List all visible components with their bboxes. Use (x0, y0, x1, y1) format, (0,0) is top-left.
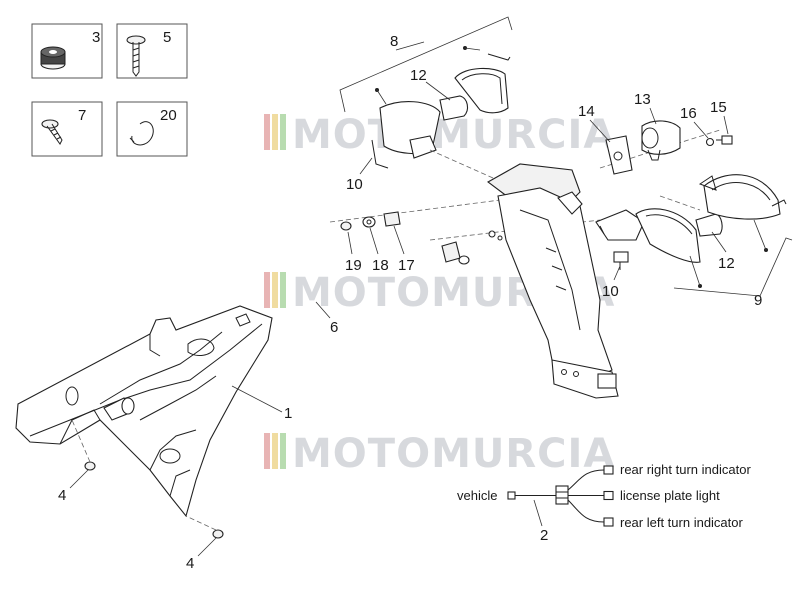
watermark-logo-top: MOTOMURCIA (264, 112, 615, 158)
part-number-label: 7 (78, 107, 86, 124)
connector-rear-right (603, 465, 614, 475)
wiring-output-label: rear left turn indicator (620, 515, 744, 530)
inset-part-5: 5 (116, 23, 188, 79)
wiring-harness: vehicle rear right turn indicator licens… (457, 462, 751, 530)
part-number-label: 20 (160, 107, 177, 124)
callout-6: 6 (330, 319, 338, 336)
connector-license (603, 490, 614, 501)
callout-17: 17 (398, 257, 415, 274)
cover-13 (641, 120, 681, 161)
watermark-text: MOTOMURCIA (292, 431, 615, 477)
connector-rear-left (603, 517, 614, 527)
license-plate-holder (486, 163, 619, 399)
assembly-bracket-8: 8 (339, 16, 513, 113)
callout-19: 19 (345, 257, 362, 274)
callout-1: 1 (284, 405, 292, 422)
bracket-14 (605, 135, 633, 175)
callout-4-left: 4 (58, 487, 66, 504)
callout-14: 14 (578, 103, 595, 120)
rear-undertray (15, 305, 273, 518)
screw-4-left (84, 461, 96, 471)
turn-indicator-rear-right (371, 46, 511, 169)
grommet-17b (441, 241, 470, 265)
wiring-output-label: license plate light (620, 488, 720, 503)
watermark-logo-bottom: MOTOMURCIA (264, 431, 615, 477)
inset-part-20: 20 (116, 101, 188, 157)
callout-10-upper: 10 (346, 176, 363, 193)
callout-9: 9 (754, 292, 762, 309)
part-number-label: 5 (163, 29, 171, 46)
connector-vehicle (507, 491, 516, 500)
callout-12-upper: 12 (410, 67, 427, 84)
callout-13: 13 (634, 91, 651, 108)
wiring-output-label: rear right turn indicator (620, 462, 751, 477)
watermark-text: MOTOMURCIA (292, 112, 615, 158)
screw-4-right (212, 529, 224, 539)
spacer-18 (362, 216, 376, 228)
grommet-17 (383, 211, 401, 227)
callout-12-lower: 12 (718, 255, 735, 272)
inset-part-3: 3 (31, 23, 103, 79)
callout-4-right: 4 (186, 555, 194, 572)
callout-2: 2 (540, 527, 548, 544)
wiring-source-label: vehicle (457, 488, 497, 503)
screw-15 (716, 135, 733, 145)
nut-19 (340, 221, 352, 231)
callout-15: 15 (710, 99, 727, 116)
callout-16: 16 (680, 105, 697, 122)
part-number-label: 3 (92, 29, 100, 46)
callout-10-lower: 10 (602, 283, 619, 300)
junction-block (555, 485, 569, 505)
washer-16 (705, 137, 715, 147)
turn-indicator-rear-left (595, 174, 787, 270)
callout-18: 18 (372, 257, 389, 274)
callout-label: 8 (390, 33, 398, 50)
inset-part-7: 7 (31, 101, 103, 157)
